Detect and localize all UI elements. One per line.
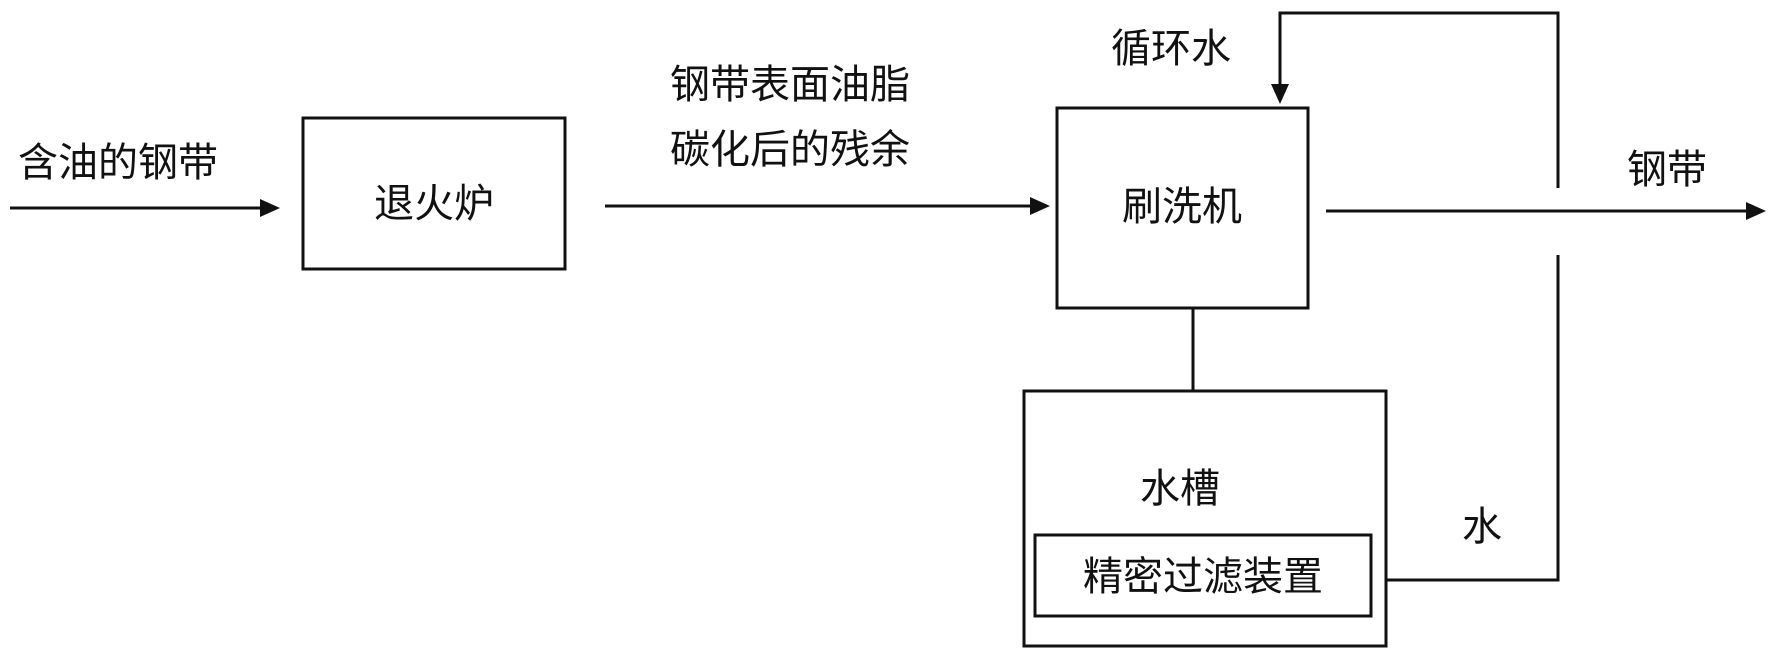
residue-arrow [605,197,1050,215]
water-label: 水 [1462,504,1502,550]
circulating-water-label: 循环水 [1111,26,1231,72]
residue-label-line1: 钢带表面油脂 [670,62,910,108]
output-label: 钢带 [1627,147,1707,193]
filter-device-box [1033,533,1373,618]
water-tank-label: 水槽 [1140,466,1220,512]
residue-label-line2: 碳化后的残余 [670,127,910,173]
filter-device-label: 精密过滤装置 [1083,554,1323,600]
brushing-machine-label: 刷洗机 [1122,184,1242,230]
output-arrow [1326,202,1766,220]
annealing-furnace-label: 退火炉 [374,181,494,227]
input-label: 含油的钢带 [18,140,218,186]
annealing-furnace-box [301,116,567,271]
brushing-machine-box [1055,106,1310,310]
circulating-water-loop [1271,11,1560,582]
input-arrow [10,199,280,217]
